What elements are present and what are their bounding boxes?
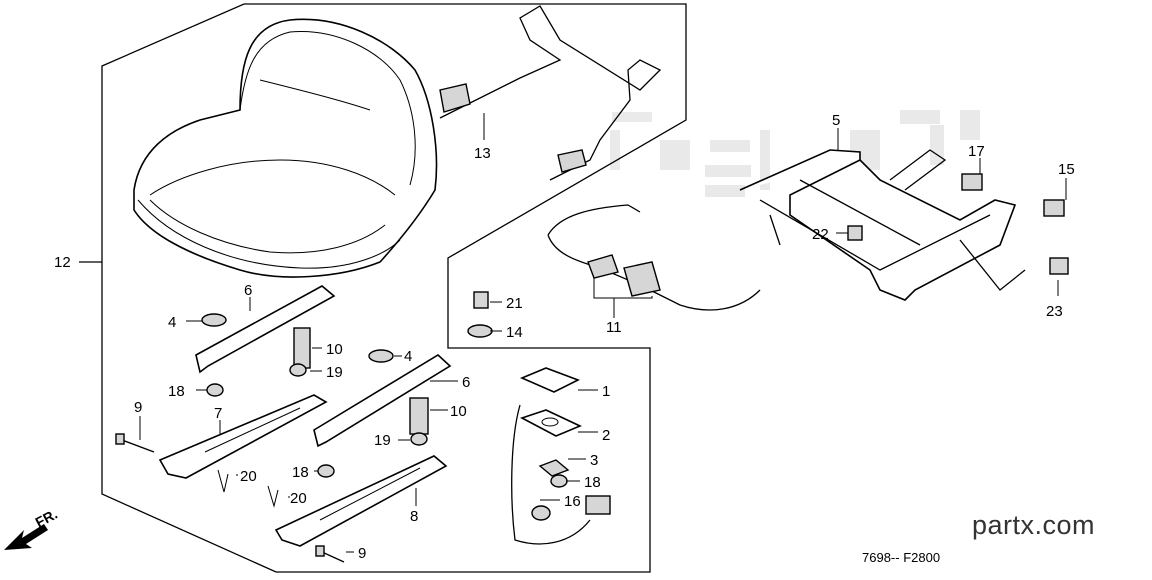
bracket-left-upper xyxy=(195,285,336,374)
callout: 18 xyxy=(292,464,309,481)
rail-right xyxy=(274,455,448,547)
front-arrow-icon xyxy=(4,524,48,550)
callout: 10 xyxy=(326,341,343,358)
callout-labels: 1 2 3 4 4 5 6 6 7 8 9 9 10 10 11 12 13 1… xyxy=(54,112,1075,562)
bracket-right-upper xyxy=(313,354,452,448)
callout: 12 xyxy=(54,254,71,271)
bolts-clips xyxy=(115,433,345,563)
callout: 1 xyxy=(602,383,610,400)
callout: 20 xyxy=(240,468,257,485)
seat-cable xyxy=(547,204,761,318)
callout: 10 xyxy=(450,403,467,420)
watermark-brand: partx.com xyxy=(972,510,1096,540)
seat xyxy=(133,18,438,278)
callout: 14 xyxy=(506,324,523,341)
callout: 4 xyxy=(168,314,176,331)
callout: 3 xyxy=(590,452,598,469)
callout: 15 xyxy=(1058,161,1075,178)
callout: 5 xyxy=(832,112,840,129)
watermark-pattern xyxy=(610,110,980,197)
callout: 6 xyxy=(462,374,470,391)
callout: 13 xyxy=(474,145,491,162)
callout: 20 xyxy=(290,490,307,507)
rail-left xyxy=(158,394,328,479)
callout: 19 xyxy=(326,364,343,381)
leader-lines xyxy=(139,158,1067,553)
seat-group-frame xyxy=(79,3,687,573)
callout: 9 xyxy=(134,399,142,416)
callout: 19 xyxy=(374,432,391,449)
callout: 23 xyxy=(1046,303,1063,320)
callout: 6 xyxy=(244,282,252,299)
callout: 8 xyxy=(410,508,418,525)
callout: 7 xyxy=(214,405,222,422)
callout: 21 xyxy=(506,295,523,312)
callout: 18 xyxy=(168,383,185,400)
switch-assembly xyxy=(511,367,611,545)
drawing-code: 7698-- F2800 xyxy=(862,550,941,565)
callout: 11 xyxy=(606,319,622,336)
callout: 4 xyxy=(404,348,412,365)
seat-base-frame xyxy=(739,128,1026,301)
hardware xyxy=(201,173,1069,488)
seat-switch-wire xyxy=(439,5,662,181)
callout: 18 xyxy=(584,474,601,491)
callout: 9 xyxy=(358,545,366,562)
callout: 16 xyxy=(564,493,581,510)
callout: 2 xyxy=(602,427,610,444)
callout: 22 xyxy=(812,226,829,243)
callout: 17 xyxy=(968,143,985,160)
